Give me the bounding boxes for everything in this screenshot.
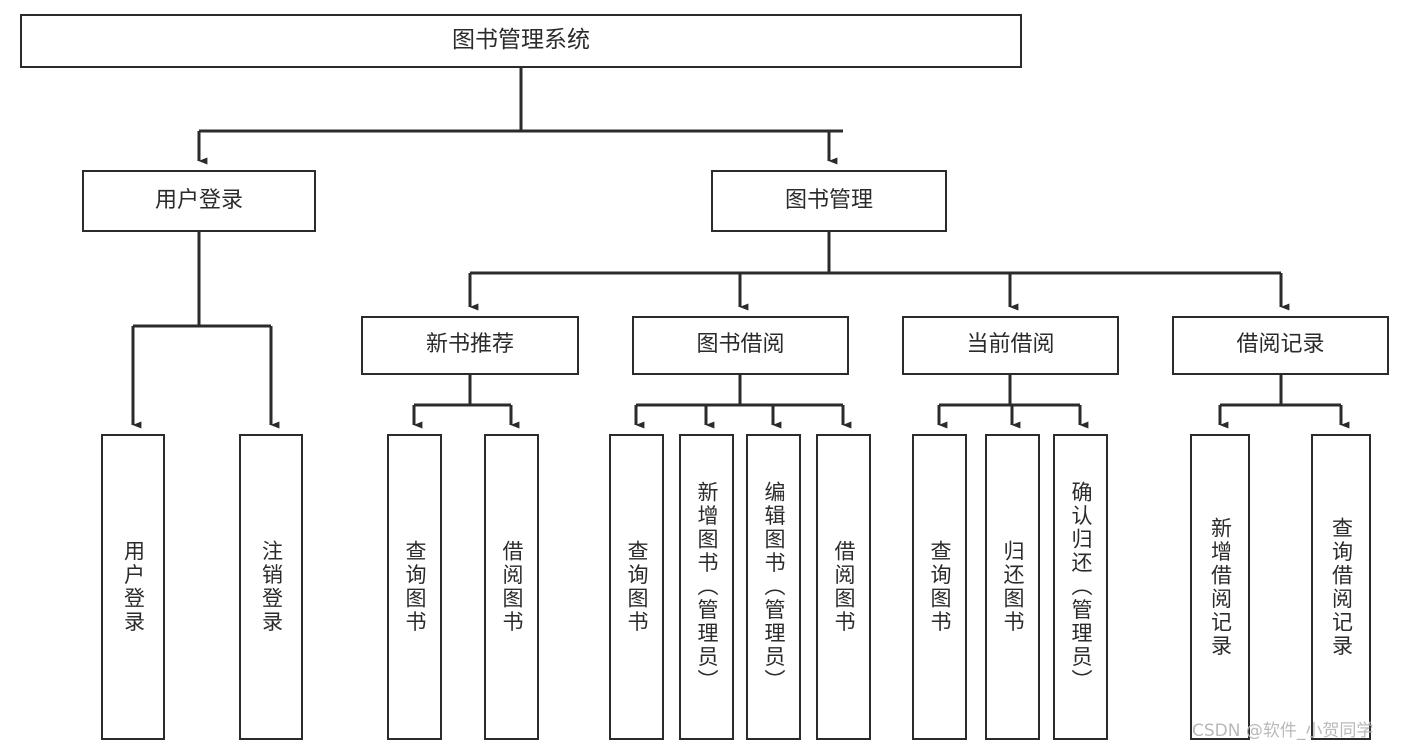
leaf-node[interactable]: 查询借阅记录 (1311, 434, 1371, 740)
leaf-node-label: 编辑图书（管理员） (762, 481, 786, 693)
node-root-label: 图书管理系统 (452, 27, 590, 54)
leaf-node[interactable]: 新增图书（管理员） (679, 434, 734, 740)
node-current-borrow-label: 当前借阅 (966, 332, 1055, 358)
leaf-node-label: 新增借阅记录 (1208, 516, 1233, 658)
leaf-node[interactable]: 注销登录 (239, 434, 303, 740)
leaf-node[interactable]: 确认归还（管理员） (1053, 434, 1108, 740)
leaf-node-label: 用户登录 (121, 540, 146, 634)
leaf-node[interactable]: 新增借阅记录 (1190, 434, 1250, 740)
node-current-borrow[interactable]: 当前借阅 (902, 316, 1119, 375)
leaf-node[interactable]: 归还图书 (985, 434, 1040, 740)
node-book-management-label: 图书管理 (784, 187, 873, 213)
node-borrow-record-label: 借阅记录 (1236, 332, 1325, 358)
leaf-node-label: 注销登录 (259, 540, 284, 634)
leaf-node[interactable]: 编辑图书（管理员） (746, 434, 801, 740)
node-book-borrow[interactable]: 图书借阅 (632, 316, 849, 375)
leaf-node-label: 查询图书 (928, 540, 952, 634)
leaf-node-label: 确认归还（管理员） (1069, 481, 1093, 693)
leaf-node-label: 新增图书（管理员） (695, 481, 719, 693)
leaf-node-label: 借阅图书 (500, 540, 524, 634)
leaf-node[interactable]: 查询图书 (609, 434, 664, 740)
leaf-node-label: 查询借阅记录 (1329, 516, 1354, 658)
node-book-management[interactable]: 图书管理 (711, 170, 947, 232)
leaf-node[interactable]: 借阅图书 (816, 434, 871, 740)
node-new-book-recommend[interactable]: 新书推荐 (361, 316, 579, 375)
node-borrow-record[interactable]: 借阅记录 (1172, 316, 1389, 375)
leaf-node-label: 查询图书 (403, 540, 427, 634)
node-new-book-recommend-label: 新书推荐 (425, 332, 514, 358)
node-user-login[interactable]: 用户登录 (82, 170, 316, 232)
leaf-node[interactable]: 借阅图书 (484, 434, 539, 740)
leaf-node[interactable]: 用户登录 (101, 434, 165, 740)
leaf-node[interactable]: 查询图书 (387, 434, 442, 740)
node-book-borrow-label: 图书借阅 (696, 332, 785, 358)
leaf-node-label: 借阅图书 (832, 540, 856, 634)
node-root[interactable]: 图书管理系统 (20, 14, 1022, 68)
leaf-node-label: 归还图书 (1001, 540, 1025, 634)
node-user-login-label: 用户登录 (154, 187, 243, 213)
leaf-node[interactable]: 查询图书 (912, 434, 967, 740)
leaf-node-label: 查询图书 (625, 540, 649, 634)
